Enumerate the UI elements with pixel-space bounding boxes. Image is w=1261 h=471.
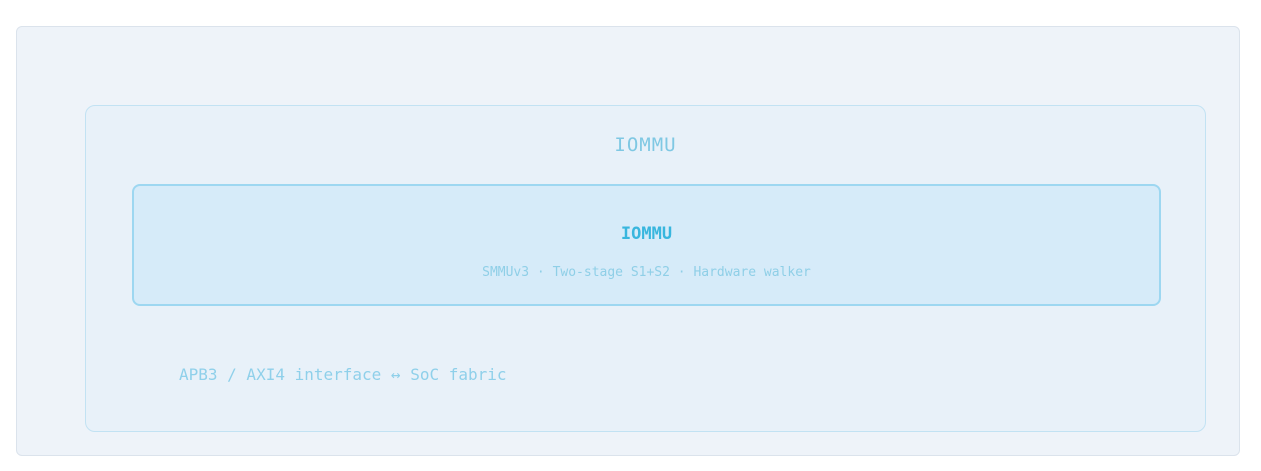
diagram-canvas: IOMMU IOMMU SMMUv3 · Two-stage S1+S2 · H… xyxy=(16,26,1240,456)
iommu-block[interactable]: IOMMU SMMUv3 · Two-stage S1+S2 · Hardwar… xyxy=(132,184,1161,306)
group-title: IOMMU xyxy=(614,134,677,156)
interface-label: APB3 / AXI4 interface ↔ SoC fabric xyxy=(179,365,507,384)
block-subtitle: SMMUv3 · Two-stage S1+S2 · Hardware walk… xyxy=(482,265,811,280)
block-title: IOMMU xyxy=(620,224,673,244)
iommu-group-container: IOMMU IOMMU SMMUv3 · Two-stage S1+S2 · H… xyxy=(85,105,1206,432)
